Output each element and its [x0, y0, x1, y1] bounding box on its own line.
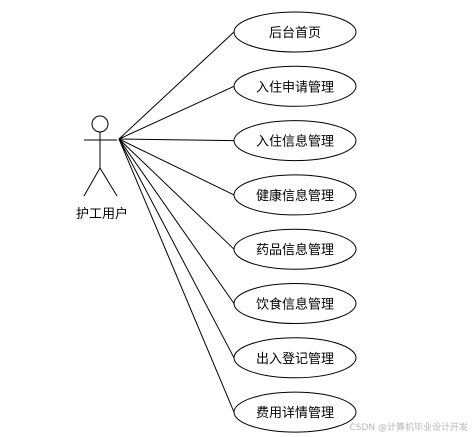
use-case-ellipse-home: [233, 11, 357, 53]
actor-right-leg: [99, 167, 118, 197]
actor-head: [91, 115, 109, 133]
use-case-exit-register: 出入登记管理: [233, 337, 357, 379]
use-case-label-checkin-info: 入住信息管理: [256, 134, 334, 150]
use-case-diet-info: 饮食信息管理: [233, 283, 357, 324]
watermark-text: CSDN @计算机毕业设计开发: [349, 421, 468, 433]
association-line-checkin-info: [118, 138, 235, 142]
use-case-fee-details: 费用详情管理: [233, 391, 357, 433]
use-case-label-fee-details: 费用详情管理: [256, 406, 334, 421]
use-case-ellipse-exit-register: [233, 337, 357, 379]
use-case-label-diet-info: 饮食信息管理: [256, 297, 334, 313]
association-line-fee-details: [118, 138, 235, 413]
use-case-group: 后台首页入住申请管理入住信息管理健康信息管理药品信息管理饮食信息管理出入登记管理…: [233, 11, 357, 433]
use-case-ellipse-health-info: [233, 174, 357, 216]
association-line-exit-register: [118, 138, 235, 359]
use-case-health-info: 健康信息管理: [233, 174, 357, 216]
association-line-medicine-info: [118, 138, 235, 250]
actor-left-leg: [83, 167, 101, 197]
use-case-label-health-info: 健康信息管理: [256, 188, 334, 204]
association-line-home: [118, 31, 235, 140]
use-case-checkin-info: 入住信息管理: [233, 120, 357, 162]
actor-label: 护工用户: [76, 206, 128, 222]
use-case-ellipse-checkin-apply: [233, 65, 357, 107]
use-case-checkin-apply: 入住申请管理: [233, 65, 357, 107]
association-line-health-info: [118, 138, 235, 196]
use-case-label-home: 后台首页: [269, 26, 321, 41]
use-case-ellipse-diet-info: [233, 283, 357, 324]
use-case-ellipse-checkin-info: [233, 120, 357, 162]
use-case-label-checkin-apply: 入住申请管理: [256, 80, 334, 95]
use-case-label-medicine-info: 药品信息管理: [256, 242, 334, 258]
use-case-home: 后台首页: [233, 11, 357, 53]
use-case-ellipse-fee-details: [233, 391, 357, 433]
use-case-ellipse-medicine-info: [233, 228, 357, 270]
association-lines: [118, 31, 235, 413]
association-line-checkin-apply: [118, 85, 235, 140]
actor-figure: [83, 115, 118, 197]
use-case-medicine-info: 药品信息管理: [233, 228, 357, 270]
association-line-diet-info: [118, 138, 235, 304]
use-case-label-exit-register: 出入登记管理: [256, 352, 334, 367]
